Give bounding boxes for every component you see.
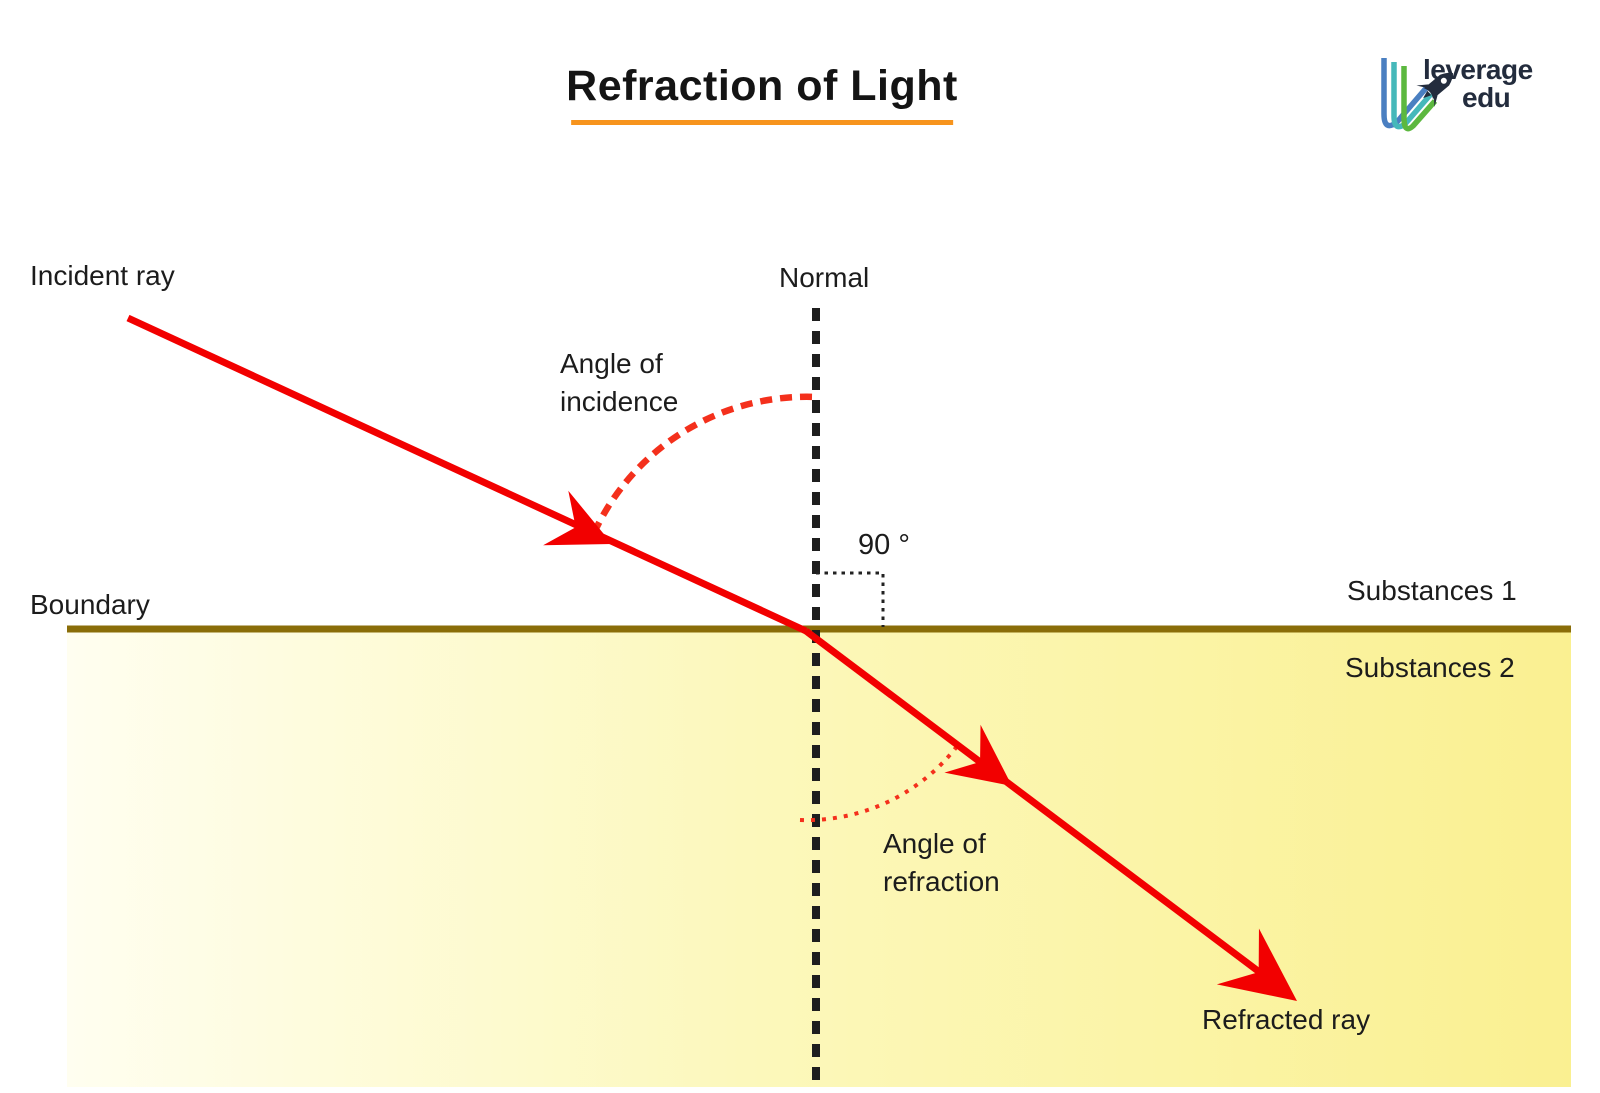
incident-ray-line [126,314,808,635]
incident-ray-label: Incident ray [30,260,175,291]
refracted-ray-end-arrowhead [1216,928,1297,1001]
title-underline [570,120,953,125]
logo-text-leverage: leverage [1423,54,1533,85]
incident-ray-arrowhead [543,490,612,546]
angle-of-refraction-arc [799,743,960,823]
angle-of-incidence-label: Angle of incidence [560,345,678,421]
title-block: Refraction of Light [566,62,958,125]
right-angle-marker [816,571,885,627]
angle-of-incidence-line1: Angle of [560,348,663,379]
normal-label: Normal [779,262,870,293]
refracted-ray-label: Refracted ray [1202,1004,1371,1035]
logo-v-stripe-green-icon [1401,66,1438,132]
angle-of-refraction-line1: Angle of [883,828,986,859]
boundary-label: Boundary [30,589,150,620]
logo-text-edu: edu [1462,82,1511,113]
angle-of-refraction-line2: refraction [883,866,1000,897]
logo-mark [1381,58,1454,132]
right-angle-label: 90 ° [858,529,910,561]
rocket-icon [1416,72,1454,107]
refracted-ray-mid-arrowhead [944,724,1012,786]
leverage-edu-logo: leverage edu [1378,54,1554,144]
substance-1-label: Substances 1 [1347,575,1517,606]
substance-2-label: Substances 2 [1345,652,1515,683]
refracted-ray-line [803,628,1265,977]
angle-of-incidence-line2: incidence [560,386,679,417]
page-title: Refraction of Light [566,62,958,110]
angle-of-refraction-label: Angle of refraction [883,825,1000,901]
